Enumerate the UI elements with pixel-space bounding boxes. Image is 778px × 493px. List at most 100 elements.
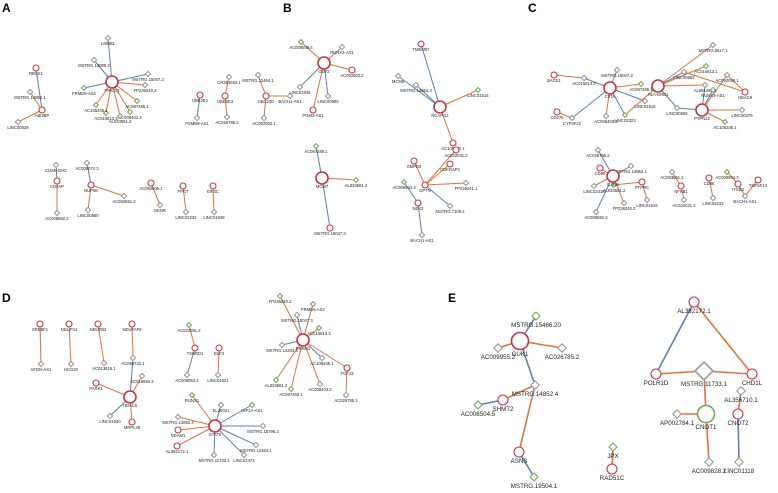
- node-al356710-1: [736, 386, 746, 396]
- node-polr1d: [650, 368, 662, 380]
- node-label: AC087289.1: [304, 149, 328, 154]
- node-label: MSTRG.15796.2: [247, 429, 279, 434]
- node-clmn-dhc: [52, 161, 60, 169]
- edge-d40-d41: [345, 367, 348, 396]
- node-ac092053-1: [260, 114, 268, 122]
- node-pgm3-as1: [309, 106, 317, 114]
- node-ac108752-1: [449, 139, 457, 147]
- node-jpx: [608, 442, 618, 452]
- node-stat5: [208, 419, 222, 433]
- node-label: AC008682.2: [45, 216, 69, 221]
- node-bace1: [550, 71, 558, 79]
- node-label: AC087286.1: [125, 104, 149, 109]
- edge-b25-b22: [403, 181, 419, 204]
- node-denr: [156, 201, 164, 209]
- node-label: CNOT1: [696, 424, 718, 431]
- node-ac009509-5: [297, 38, 305, 46]
- node-ac008682-2: [592, 208, 600, 216]
- node-label: RUNX3-AS1: [701, 93, 725, 98]
- node-mcm7: [315, 171, 329, 185]
- node-optn: [421, 181, 429, 189]
- node-runx1: [188, 391, 196, 399]
- node-txnrd1: [191, 344, 199, 352]
- node-label: JPX: [607, 453, 618, 460]
- node-label: LINC01515: [467, 93, 489, 98]
- node-label: AC022031.2: [672, 203, 696, 208]
- node-elf3: [215, 344, 223, 352]
- node-label: AC018694.2: [130, 379, 154, 384]
- node-label: AC008403.3: [308, 387, 332, 392]
- node-mstrg-14852-4: [530, 380, 540, 390]
- node-label: CYP4F22: [563, 121, 582, 126]
- node-label: HDAC9: [738, 95, 753, 100]
- node-fpgt: [179, 182, 187, 190]
- node-ac009828-2: [704, 457, 714, 467]
- panel-d: D SREBF1AFDN-AS1NDUFS4HCG20NDUFB2AC01361…: [2, 291, 358, 463]
- node-label: BACH1-AS1: [410, 238, 434, 243]
- node-label: CD2AP: [50, 184, 64, 189]
- node-asns: [513, 446, 525, 458]
- node-label: CD276: [550, 115, 564, 120]
- node-ptpn22: [695, 103, 709, 117]
- node-label: AL392172.1: [677, 308, 711, 315]
- node-ac105345-1: [92, 101, 100, 109]
- node-label: PGM3-AS1: [302, 113, 324, 118]
- node-ac082805-1: [147, 179, 155, 187]
- node-label: LINC00595: [317, 99, 339, 104]
- node-eif3c: [209, 182, 217, 190]
- node-ndufs4: [65, 320, 73, 328]
- node-fgf13: [343, 364, 351, 372]
- node-al392172-1: [688, 296, 700, 308]
- node-label: NDUFS4: [61, 327, 78, 332]
- node-label: AC083551.2: [112, 199, 136, 204]
- node-bach1-as1: [741, 192, 749, 200]
- node-ac083551-2: [668, 168, 676, 176]
- panel-d-label: D: [2, 291, 11, 305]
- node-label: DENR: [154, 208, 166, 213]
- node-park1: [92, 379, 100, 387]
- node-label: AL691482.3: [694, 88, 717, 93]
- edge-b23-b18: [424, 149, 457, 186]
- node-ac026785-2: [223, 113, 231, 121]
- node-label: MSTRG.14852.4: [162, 420, 194, 425]
- node-mstrg-12464-1: [252, 441, 260, 449]
- node-sec24d: [262, 92, 270, 100]
- node-label: AC008682.2: [584, 215, 608, 220]
- edge-d23-d25: [214, 404, 253, 427]
- edge-a36-a37: [212, 185, 215, 213]
- node-linc02323: [621, 111, 629, 119]
- node-label: TMEM97: [413, 47, 431, 52]
- node-ac022031-2: [452, 146, 460, 154]
- node-rbck1: [32, 64, 40, 72]
- edge-d10-d9: [188, 324, 196, 349]
- node-label: AC015813.3: [572, 81, 596, 86]
- node-ac087289-1: [312, 142, 320, 150]
- node-label: MSTRG.15047.3: [132, 77, 164, 82]
- node-ube2e3: [221, 92, 229, 100]
- node-label: LINC01635: [289, 90, 311, 95]
- node-linc01473: [240, 451, 248, 459]
- node-label: FPGT: [177, 189, 189, 194]
- edge-d34-d37: [275, 339, 304, 381]
- node-hdac9: [741, 88, 749, 96]
- node-mcm6: [394, 72, 402, 80]
- edge-d23-d29: [214, 425, 245, 456]
- edge-d34-d39: [302, 339, 321, 385]
- node-label: MSTRG.14852.4: [512, 391, 559, 398]
- node-ac015813-3: [102, 109, 110, 117]
- node-linc02418: [590, 182, 598, 190]
- node-label: MSTRG.11733.1: [198, 458, 230, 463]
- node-guk1: [510, 331, 530, 351]
- node-label: HCG20: [64, 367, 79, 372]
- node-hla-drb1: [651, 79, 665, 93]
- node-label: AL033581.2: [603, 188, 626, 193]
- node-label: AC022091.2: [177, 328, 201, 333]
- node-linc01940: [106, 412, 114, 420]
- node-label: MSTRG.15047.3: [314, 231, 346, 236]
- node-label: AC008403.3: [118, 115, 142, 120]
- node-label: FP236240.2: [613, 206, 636, 211]
- edge-c22-c19: [726, 74, 746, 93]
- node-label: EIF3C: [207, 189, 219, 194]
- node-ac008953-2: [183, 371, 191, 379]
